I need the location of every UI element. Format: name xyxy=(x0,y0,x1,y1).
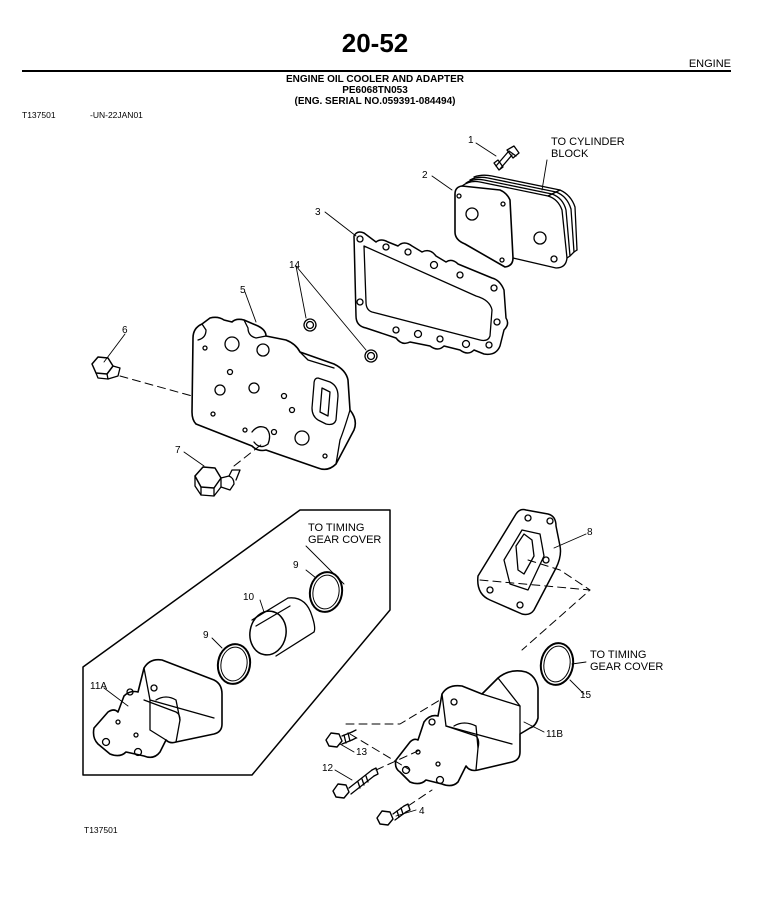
o-ring-9-lower xyxy=(216,643,252,685)
title-line-1: ENGINE OIL COOLER AND ADAPTER xyxy=(286,74,464,85)
callout-14: 14 xyxy=(289,260,301,271)
section-name: ENGINE xyxy=(688,58,731,70)
figure-id-bottom: T137501 xyxy=(84,825,118,835)
filter-header-group-frame xyxy=(82,509,391,776)
callout-2: 2 xyxy=(422,170,428,181)
figure-ref-top: T137501 xyxy=(22,110,56,120)
cap-screw-4 xyxy=(376,803,411,826)
page-number: 20-52 xyxy=(341,28,409,58)
diagram-title: ENGINE OIL COOLER AND ADAPTER PE6068TN05… xyxy=(0,74,750,107)
oil-filter-adapter xyxy=(191,316,357,471)
figure-ref-date: -UN-22JAN01 xyxy=(90,110,143,120)
cap-screw-1 xyxy=(493,145,520,171)
callout-12: 12 xyxy=(322,763,334,774)
title-line-3: (ENG. SERIAL NO.059391-084494) xyxy=(294,96,456,107)
cap-screw-12 xyxy=(332,767,379,799)
note-to-timing-gear-cover-2-line2: GEAR COVER xyxy=(590,661,663,673)
o-rings-14 xyxy=(303,318,378,363)
callout-11b: 11B xyxy=(546,729,563,740)
callout-8: 8 xyxy=(587,527,593,538)
header-rule xyxy=(22,70,731,72)
assembly-lines-lower xyxy=(345,559,591,807)
leader-lines xyxy=(103,142,587,817)
oil-cooler xyxy=(454,174,578,269)
callout-13: 13 xyxy=(356,747,368,758)
note-to-cylinder-block-line2: BLOCK xyxy=(551,148,589,160)
callout-5: 5 xyxy=(240,285,246,296)
title-line-2: PE6068TN053 xyxy=(342,85,408,96)
callout-7: 7 xyxy=(175,445,181,456)
filter-adapter-sleeve-10 xyxy=(249,597,316,657)
plug-7 xyxy=(194,466,241,497)
callout-9-upper: 9 xyxy=(293,560,299,571)
o-ring-15 xyxy=(539,642,575,686)
plug-6 xyxy=(91,356,121,380)
filter-header-11b xyxy=(394,670,539,787)
note-to-timing-gear-cover-1-line1: TO TIMING xyxy=(308,522,364,534)
callout-9-lower: 9 xyxy=(203,630,209,641)
cooler-gasket xyxy=(353,231,509,356)
cap-screw-13 xyxy=(325,729,357,748)
callout-11a: 11A xyxy=(90,681,107,692)
callout-1: 1 xyxy=(468,135,474,146)
callout-3: 3 xyxy=(315,207,321,218)
note-to-timing-gear-cover-2-line1: TO TIMING xyxy=(590,649,646,661)
callout-15: 15 xyxy=(580,690,592,701)
callout-4: 4 xyxy=(419,806,425,817)
note-to-timing-gear-cover-1-line2: GEAR COVER xyxy=(308,534,381,546)
note-to-cylinder-block-line1: TO CYLINDER xyxy=(551,136,625,148)
filter-header-11a xyxy=(92,658,223,759)
callout-10: 10 xyxy=(243,592,255,603)
filter-header-gasket-8 xyxy=(477,508,562,616)
o-ring-9-upper xyxy=(308,571,344,613)
callout-6: 6 xyxy=(122,325,128,336)
assembly-lines-upper xyxy=(119,375,263,467)
